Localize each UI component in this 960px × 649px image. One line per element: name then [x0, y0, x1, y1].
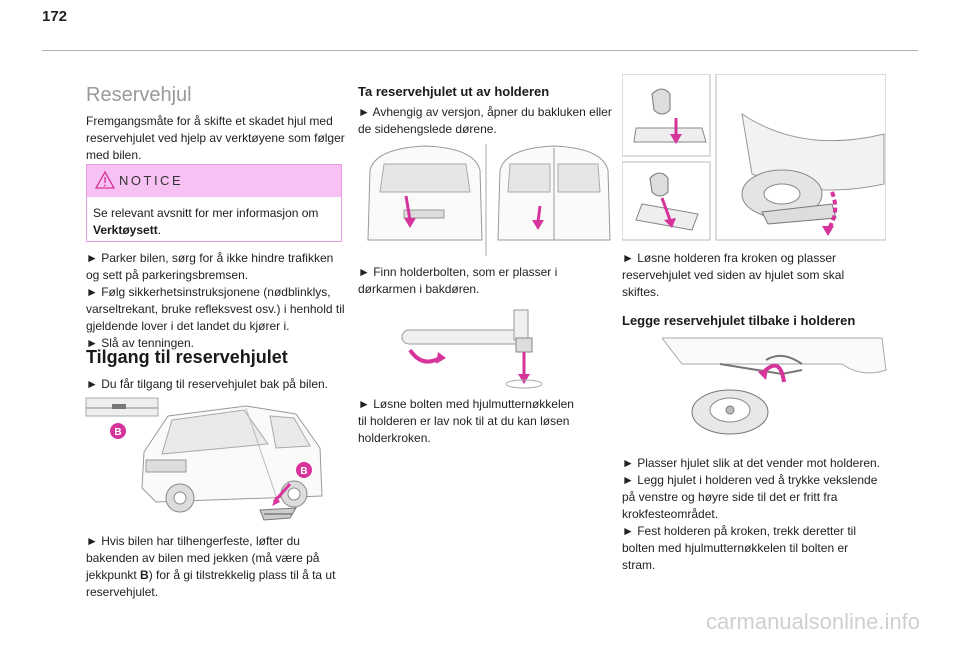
preparation-steps: ► Parker bilen, sørg for å ikke hindre t… — [86, 251, 345, 350]
notice-body: Se relevant avsnitt for mer informasjon … — [93, 206, 319, 237]
remove-heading: Ta reservehjulet ut av holderen — [358, 84, 550, 99]
refit-steps: ► Plasser hjulet slik at det vender mot … — [622, 456, 881, 572]
notice-link-tools: Verktøysett — [93, 223, 158, 237]
jack-point-label: B — [114, 427, 121, 438]
access-text: ► Du får tilgang til reservehjulet bak p… — [86, 377, 329, 391]
jack-point-marker — [110, 423, 126, 439]
jack-text: ► Hvis bilen har tilhengerfeste, løfter … — [86, 534, 336, 599]
rear-doors-illustration — [367, 144, 611, 256]
warning-icon — [95, 171, 115, 189]
remove-step-1: ► Avhengig av versjon, åpner du bakluken… — [358, 105, 612, 136]
refit-wheel-illustration — [662, 337, 887, 435]
section-title: Reservehjul — [86, 84, 192, 106]
watermark: carmanualsonline.info — [705, 609, 920, 634]
notice-box: NOTICE Se relevant avsnitt for mer infor… — [86, 164, 342, 242]
page-number: 172 — [42, 8, 68, 25]
van-jack-illustration: B B — [85, 397, 323, 521]
refit-heading: Legge reservehjulet tilbake i holderen — [622, 313, 856, 328]
header-rule — [42, 50, 918, 51]
carrier-release-illustration — [622, 74, 886, 241]
access-heading: Tilgang til reservehjulet — [86, 347, 288, 367]
wrench-illustration — [401, 309, 543, 389]
notice-header: NOTICE — [87, 165, 341, 197]
jack-point-label-2: B — [300, 466, 307, 477]
intro-text: Fremgangsmåte for å skifte et skadet hju… — [86, 114, 345, 162]
notice-title: NOTICE — [119, 173, 184, 188]
